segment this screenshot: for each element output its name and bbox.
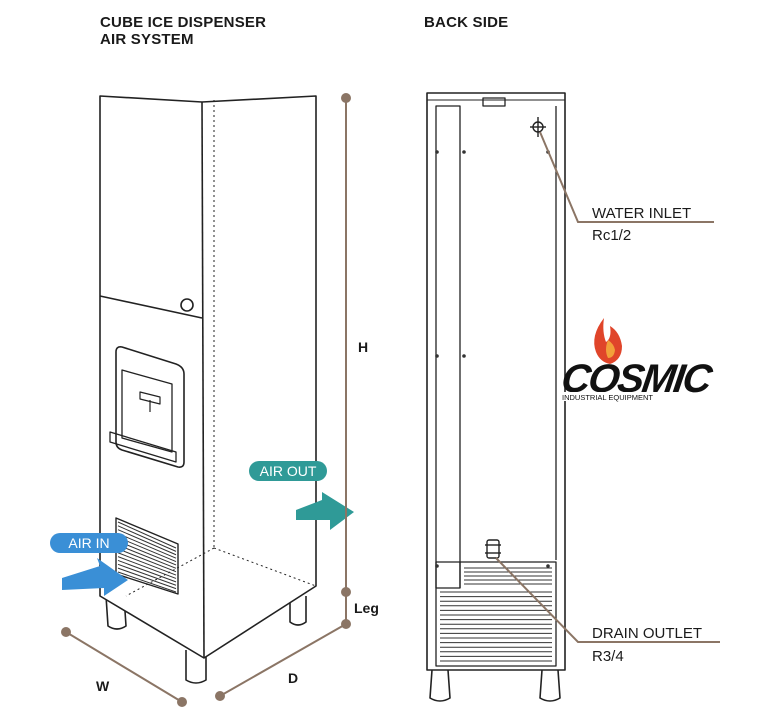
- front-panel-seam: [99, 295, 203, 319]
- front-louvre-slat: [117, 525, 177, 552]
- back-screw: [435, 150, 439, 154]
- dispenser-drip-tray: [109, 431, 177, 463]
- back-screw: [546, 564, 550, 568]
- front-knob: [180, 298, 194, 312]
- dim-height-label: H: [358, 339, 368, 355]
- logo-tagline-band: [560, 392, 692, 401]
- dim-height-top-dot: [341, 93, 351, 103]
- logo-tagline: INDUSTRIAL EQUIPMENT: [562, 393, 653, 402]
- dim-depth-left-dot: [215, 691, 225, 701]
- front-louvre-slat: [117, 571, 177, 593]
- dimensions: [61, 93, 351, 707]
- hidden-edge-bottom-right: [213, 547, 317, 587]
- dim-width-line: [65, 631, 183, 703]
- front-louvre-slat: [117, 529, 177, 556]
- drain-outlet-size: R3/4: [592, 648, 624, 665]
- dim-depth-label: D: [288, 670, 298, 686]
- front-louvre-frame: [115, 517, 179, 595]
- air-in-group: AIR IN: [50, 533, 128, 596]
- back-leg-left: [429, 669, 451, 702]
- front-heading: CUBE ICE DISPENSER AIR SYSTEM: [100, 14, 266, 48]
- front-louvre-slat: [117, 552, 177, 576]
- dim-width-right-dot: [177, 697, 187, 707]
- back-screw: [435, 564, 439, 568]
- dim-width-left-dot: [61, 627, 71, 637]
- back-louvre-frame: [435, 561, 557, 667]
- water-inlet-label: WATER INLET: [592, 205, 691, 222]
- back-heading: BACK SIDE: [424, 14, 509, 31]
- back-screw: [462, 150, 466, 154]
- air-out-badge: [249, 461, 327, 481]
- dim-width-label: W: [96, 678, 110, 694]
- front-louvre-slat: [117, 548, 177, 573]
- drain-outlet-fitting: [485, 539, 501, 559]
- front-louvre-slat: [117, 544, 177, 569]
- water-inlet-size: Rc1/2: [592, 227, 631, 244]
- drain-outlet-label: DRAIN OUTLET: [592, 625, 702, 642]
- air-in-arrow: [62, 558, 128, 596]
- front-heading-line1: CUBE ICE DISPENSER: [100, 14, 267, 31]
- back-left-panel: [435, 105, 461, 589]
- air-in-label: AIR IN: [68, 535, 109, 551]
- back-top-bracket: [482, 97, 506, 107]
- dispenser-recess-inner: [121, 369, 173, 453]
- water-inlet-fitting: [530, 117, 546, 137]
- front-leg-front-left: [185, 650, 207, 684]
- dim-depth-line: [219, 623, 347, 697]
- dispenser-chute: [139, 391, 161, 405]
- logo-flame-inner-icon: [606, 340, 615, 358]
- air-out-label: AIR OUT: [260, 463, 317, 479]
- drain-outlet-body: [486, 539, 500, 559]
- back-screw: [435, 354, 439, 358]
- dispenser-recess-outer: [115, 346, 185, 468]
- front-louvre-slat: [117, 556, 177, 579]
- front-louvre-slat: [117, 567, 177, 590]
- water-inlet-leader: [539, 131, 714, 223]
- back-screw: [462, 354, 466, 358]
- drain-outlet-leader: [495, 557, 720, 643]
- front-louvre-slat: [117, 533, 177, 559]
- cosmic-logo: COSMIC INDUSTRIAL EQUIPMENT: [559, 318, 716, 402]
- back-body-outline: [426, 92, 566, 671]
- front-leg-back-right: [289, 596, 307, 626]
- front-louvre-slat: [117, 563, 177, 586]
- dim-leg-label: Leg: [354, 600, 379, 616]
- air-out-group: AIR OUT: [249, 461, 354, 530]
- back-louvre-slats: [440, 567, 552, 662]
- front-louvre-slat: [117, 521, 177, 549]
- back-unit: [426, 92, 566, 702]
- hidden-edge-bottom-left: [125, 547, 215, 597]
- air-out-arrow: [296, 492, 354, 530]
- front-heading-line2: AIR SYSTEM: [100, 31, 194, 48]
- front-louvre-slat: [117, 559, 177, 583]
- leader-lines: [495, 131, 720, 643]
- front-corner-edge: [201, 101, 205, 659]
- front-unit: [99, 95, 317, 684]
- air-in-badge: [50, 533, 128, 553]
- back-leg-right: [539, 669, 561, 702]
